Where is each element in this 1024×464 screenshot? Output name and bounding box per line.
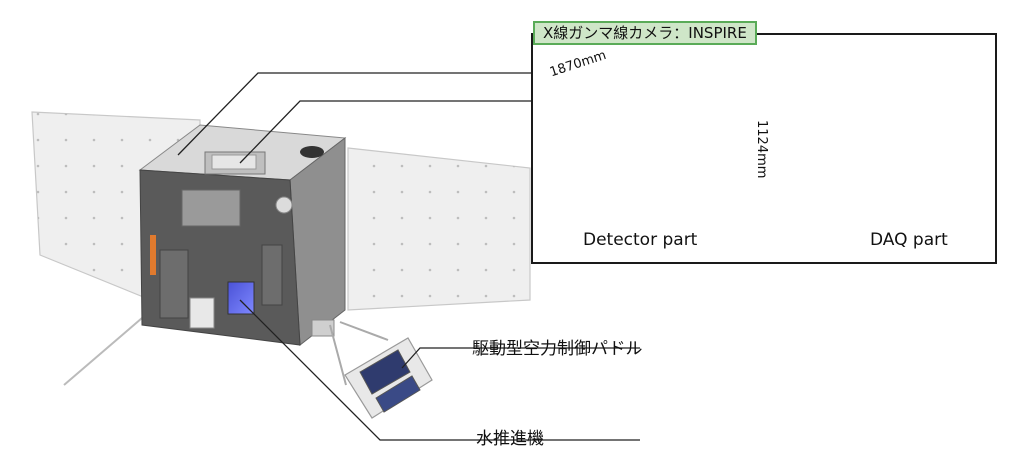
inspire-inset-frame bbox=[531, 33, 997, 264]
left-rod bbox=[63, 317, 143, 386]
paddle-callout-label: 駆動型空力制御パドル bbox=[472, 339, 643, 359]
daq-part-label: DAQ part bbox=[870, 230, 948, 250]
camera-title: X線ガンマ線カメラ：INSPIRE bbox=[533, 21, 757, 45]
right-solar-panel bbox=[347, 147, 531, 311]
thruster-callout-label: 水推進機 bbox=[476, 429, 544, 449]
height-dimension-label: 1124mm bbox=[754, 120, 769, 179]
detector-part-label: Detector part bbox=[583, 230, 698, 250]
satellite-bus bbox=[138, 124, 347, 346]
drag-paddle bbox=[329, 321, 433, 419]
leader-lines bbox=[177, 72, 640, 441]
